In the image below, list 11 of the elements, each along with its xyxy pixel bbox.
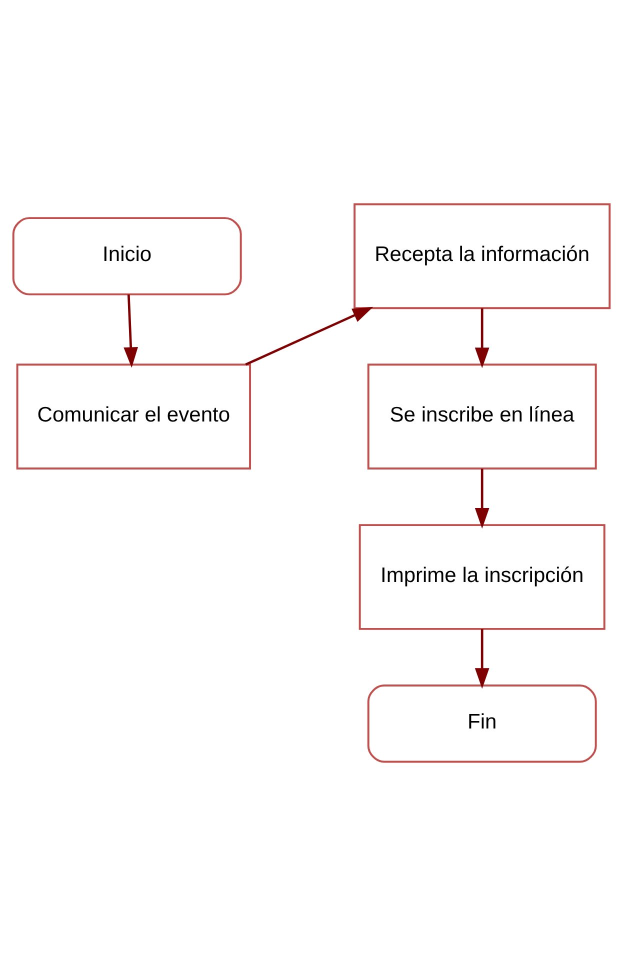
arrow: [124, 294, 138, 368]
node-box: Imprime la inscripción: [358, 524, 606, 630]
arrow: [474, 629, 490, 689]
node-box: Se inscribe en línea: [367, 364, 597, 470]
arrow: [474, 468, 490, 529]
node-box: Fin: [367, 684, 597, 763]
arrow: [474, 308, 490, 368]
arrow: [245, 306, 374, 366]
node-box: Comunicar el evento: [16, 364, 252, 470]
node-box: Inicio: [12, 217, 242, 296]
node-box: Recepta la información: [354, 203, 611, 310]
